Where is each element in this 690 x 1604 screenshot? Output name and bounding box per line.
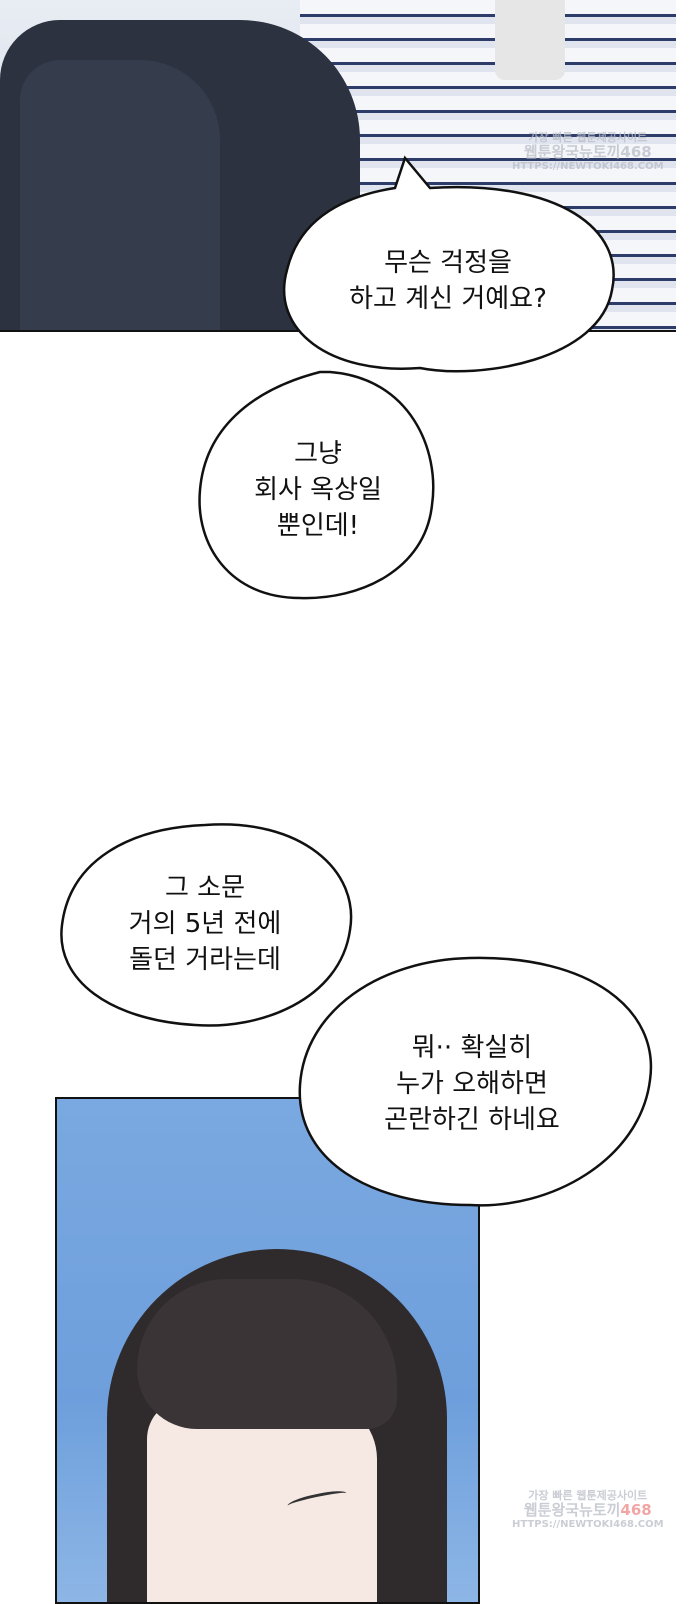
bubble-4 (298, 956, 653, 1207)
watermark-url: HTTPS://NEWTOKI468.COM (512, 1518, 664, 1530)
bubble-line: 누가 오해하면 (396, 1069, 548, 1099)
bubble-4-text: 뭐·· 확실히 누가 오해하면 곤란하긴 하네요 (384, 1030, 560, 1138)
watermark-line2: 웹툰왕국뉴토끼 (523, 143, 621, 162)
watermark-bottom: 가장 빠른 웹툰제공사이트 웹툰왕국뉴토끼468 HTTPS://NEWTOKI… (512, 1489, 664, 1530)
bubble-line: 회사 옥상일 (254, 475, 382, 505)
bubble-2 (198, 370, 435, 600)
bubble-line: 돌던 거라는데 (129, 945, 281, 975)
bubble-line: 뭐·· 확실히 (411, 1033, 533, 1063)
bubble-line: 그 소문 (164, 873, 246, 903)
watermark-url: HTTPS://NEWTOKI468.COM (512, 160, 664, 172)
bubble-line: 무슨 걱정을 (384, 248, 512, 278)
bubble-line: 그냥 (294, 439, 342, 469)
bubble-1 (282, 155, 615, 373)
bubble-line: 곤란하긴 하네요 (384, 1105, 560, 1135)
bubble-2-text: 그냥 회사 옥상일 뿐인데! (254, 436, 382, 544)
bubble-3-text: 그 소문 거의 5년 전에 돌던 거라는데 (129, 870, 282, 978)
bubble-3 (60, 823, 353, 1027)
bubble-line: 하고 계신 거예요? (349, 284, 547, 314)
watermark-line1: 가장 빠른 웹툰제공사이트 (528, 1489, 648, 1502)
watermark-number: 468 (620, 143, 652, 162)
person-legs-illustration (495, 0, 565, 80)
character-bangs (137, 1279, 397, 1429)
bubble-line: 거의 5년 전에 (128, 909, 282, 939)
bubble-1-text: 무슨 걱정을 하고 계신 거예요? (349, 245, 547, 317)
watermark-number: 468 (620, 1501, 652, 1520)
coat-shading (20, 60, 220, 330)
watermark-line1: 가장 빠른 웹툰제공사이트 (528, 131, 648, 144)
watermark-line2: 웹툰왕국뉴토끼 (523, 1501, 621, 1520)
bubble-line: 뿐인데! (276, 511, 360, 541)
character-face (147, 1399, 377, 1602)
watermark-top: 가장 빠른 웹툰제공사이트 웹툰왕국뉴토끼468 HTTPS://NEWTOKI… (512, 131, 664, 172)
